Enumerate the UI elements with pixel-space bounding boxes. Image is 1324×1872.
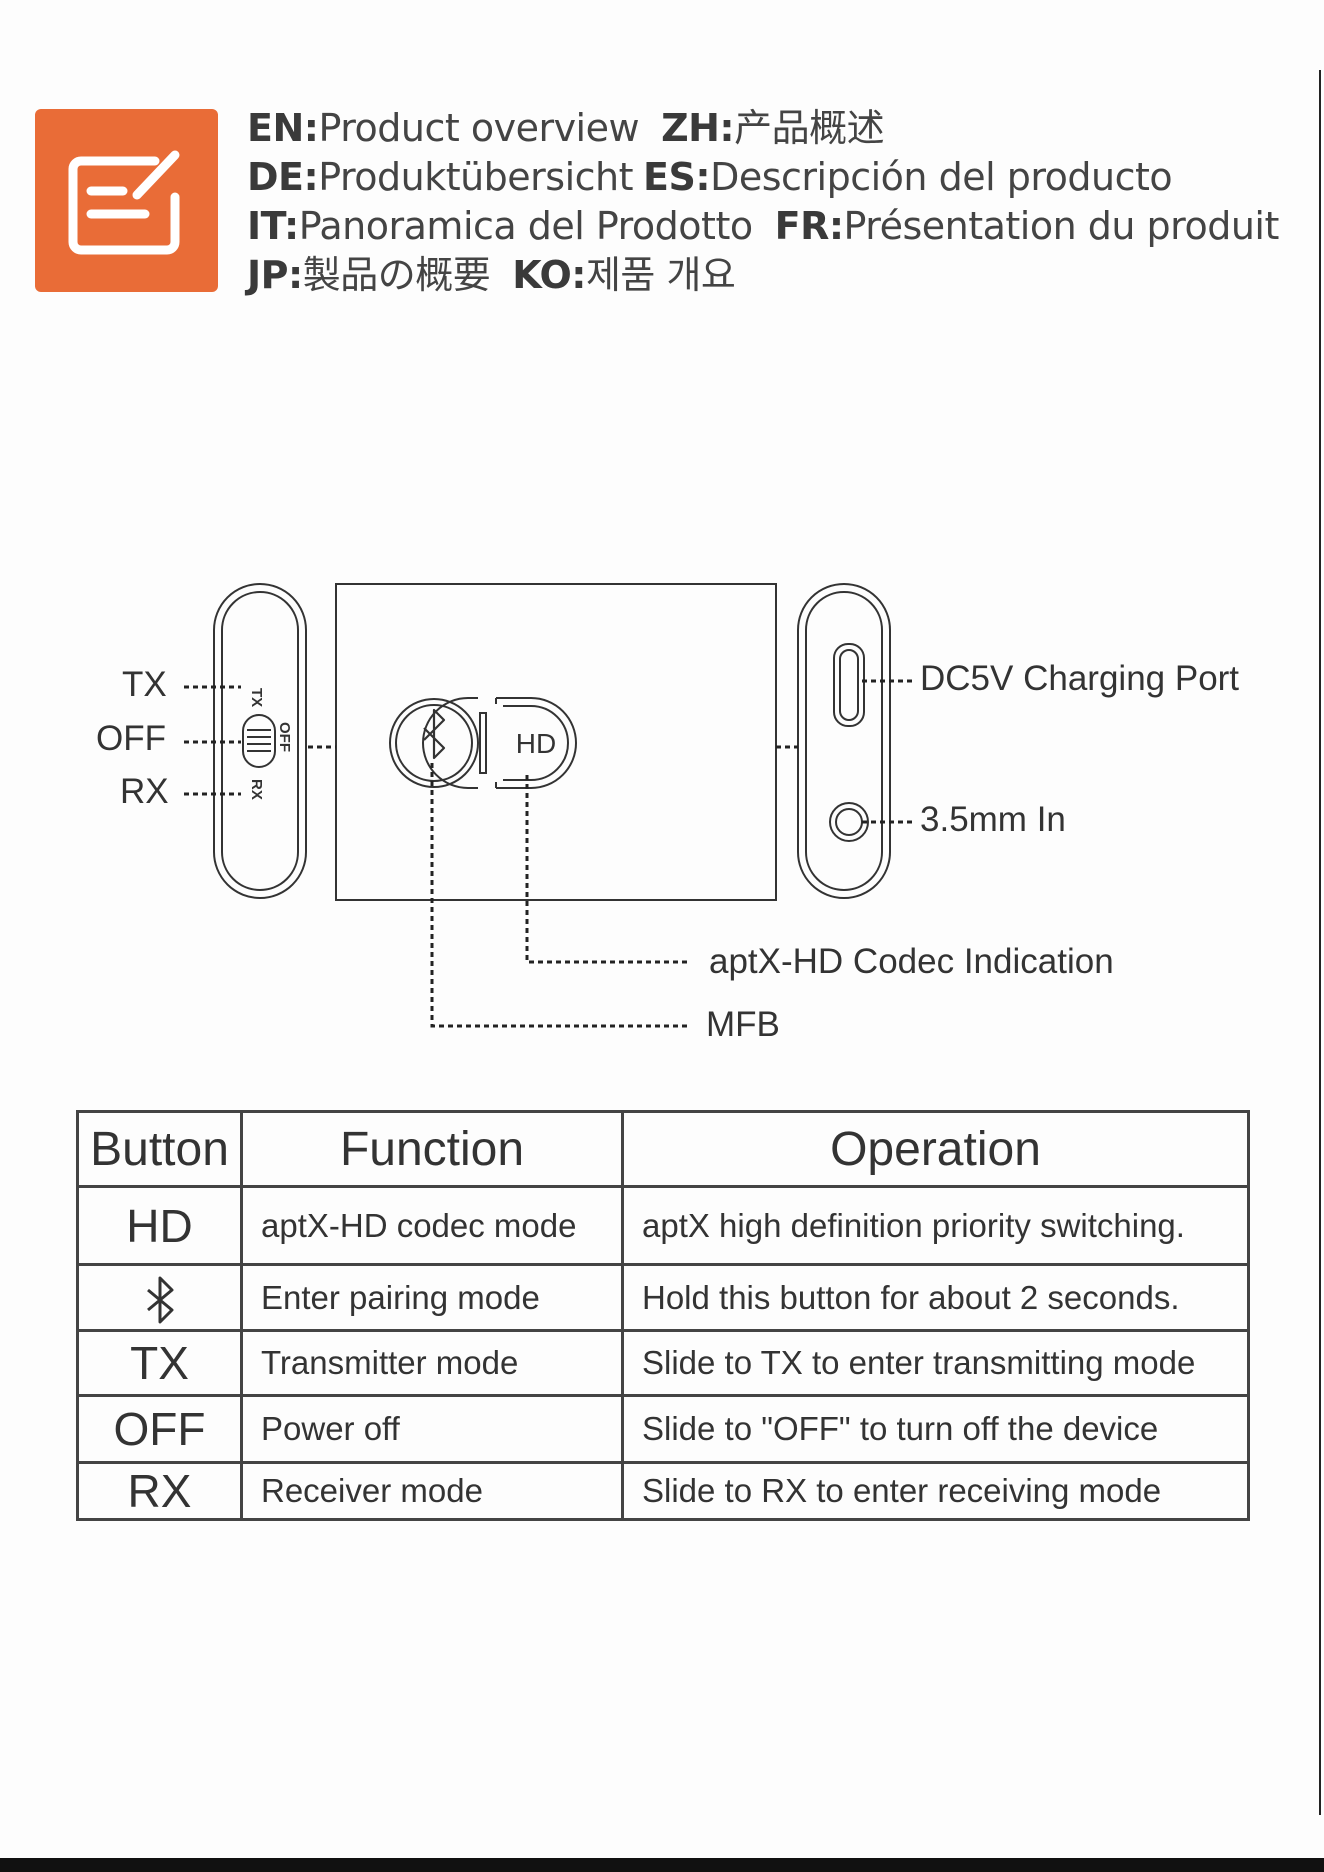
header-button: Button bbox=[76, 1110, 243, 1188]
lang-title-en: Product overview bbox=[318, 106, 640, 150]
lang-code-it: IT: bbox=[247, 204, 299, 248]
page-bottom-bar bbox=[0, 1858, 1324, 1872]
header-function: Function bbox=[240, 1110, 624, 1188]
switch-engraving-off: OFF bbox=[276, 722, 293, 752]
lang-title-jp: 製品の概要 bbox=[302, 253, 491, 297]
row-function: Transmitter mode bbox=[240, 1329, 624, 1397]
row-function: Enter pairing mode bbox=[240, 1263, 624, 1332]
row-operation: Slide to "OFF" to turn off the device bbox=[621, 1394, 1250, 1464]
lang-title-es: Descripción del producto bbox=[710, 155, 1173, 199]
row-button: HD bbox=[76, 1185, 243, 1266]
lang-line-en-zh: EN:Product overview ZH:产品概述 bbox=[247, 104, 1279, 153]
table-row: Enter pairing mode Hold this button for … bbox=[76, 1263, 1250, 1332]
row-function: aptX-HD codec mode bbox=[240, 1185, 624, 1266]
row-function: Receiver mode bbox=[240, 1461, 624, 1521]
switch-label-rx: RX bbox=[120, 772, 169, 811]
device-right-side bbox=[797, 583, 891, 899]
row-button: TX bbox=[76, 1329, 243, 1397]
language-titles: EN:Product overview ZH:产品概述 DE:Produktübe… bbox=[247, 104, 1279, 300]
page-edge-rule bbox=[1319, 70, 1321, 1815]
header-operation: Operation bbox=[621, 1110, 1250, 1188]
device-diagram: HD TX OFF RX TX OFF RX DC5V Charging Por… bbox=[0, 570, 1324, 1070]
lang-line-jp-ko: JP:製品の概要 KO:제품 개요 bbox=[247, 251, 1279, 300]
lang-code-ko: KO: bbox=[512, 253, 586, 297]
device-body bbox=[335, 583, 777, 901]
button-function-table: Button Function Operation HD aptX-HD cod… bbox=[76, 1110, 1250, 1521]
usb-c-port bbox=[833, 643, 865, 727]
table-row: TX Transmitter mode Slide to TX to enter… bbox=[76, 1329, 1250, 1397]
lang-code-zh: ZH: bbox=[661, 106, 735, 150]
table-row: OFF Power off Slide to "OFF" to turn off… bbox=[76, 1394, 1250, 1464]
mode-slide-switch[interactable] bbox=[242, 714, 276, 768]
lang-code-en: EN: bbox=[247, 106, 319, 150]
lang-code-fr: FR: bbox=[774, 204, 844, 248]
table-row: HD aptX-HD codec mode aptX high definiti… bbox=[76, 1185, 1250, 1266]
lang-title-de: Produktübersicht bbox=[318, 155, 634, 199]
bluetooth-icon bbox=[423, 708, 446, 760]
row-operation: Slide to RX to enter receiving mode bbox=[621, 1461, 1250, 1521]
mfb-label: MFB bbox=[706, 1005, 780, 1044]
row-button: OFF bbox=[76, 1394, 243, 1464]
table-row: RX Receiver mode Slide to RX to enter re… bbox=[76, 1461, 1250, 1521]
audio-in-label: 3.5mm In bbox=[920, 800, 1066, 839]
lang-line-it-fr: IT:Panoramica del Prodotto FR:Présentatio… bbox=[247, 202, 1279, 251]
audio-jack bbox=[829, 802, 869, 842]
table-header-row: Button Function Operation bbox=[76, 1110, 1250, 1188]
row-button bbox=[76, 1263, 243, 1332]
lang-code-es: ES: bbox=[643, 155, 711, 199]
row-function: Power off bbox=[240, 1394, 624, 1464]
switch-engraving-rx: RX bbox=[248, 779, 265, 800]
lang-code-jp: JP: bbox=[247, 253, 303, 297]
switch-label-off: OFF bbox=[96, 719, 166, 758]
lang-title-fr: Présentation du produit bbox=[843, 204, 1280, 248]
row-button: RX bbox=[76, 1461, 243, 1521]
hd-button[interactable] bbox=[495, 697, 577, 789]
row-operation: aptX high definition priority switching. bbox=[621, 1185, 1250, 1266]
lang-title-ko: 제품 개요 bbox=[585, 253, 736, 297]
switch-label-tx: TX bbox=[122, 665, 167, 704]
lang-code-de: DE: bbox=[247, 155, 319, 199]
row-operation: Slide to TX to enter transmitting mode bbox=[621, 1329, 1250, 1397]
hd-button-label: HD bbox=[516, 728, 556, 759]
bluetooth-icon bbox=[146, 1276, 173, 1324]
mfb-button-outline bbox=[422, 697, 469, 789]
switch-engraving-tx: TX bbox=[248, 688, 265, 707]
lang-title-it: Panoramica del Prodotto bbox=[298, 204, 753, 248]
mfb-button[interactable] bbox=[395, 704, 473, 782]
codec-indication-label: aptX-HD Codec Indication bbox=[709, 942, 1114, 981]
row-operation: Hold this button for about 2 seconds. bbox=[621, 1263, 1250, 1332]
document-edit-icon bbox=[35, 109, 218, 292]
charging-port-label: DC5V Charging Port bbox=[920, 659, 1240, 698]
lang-title-zh: 产品概述 bbox=[734, 106, 885, 150]
